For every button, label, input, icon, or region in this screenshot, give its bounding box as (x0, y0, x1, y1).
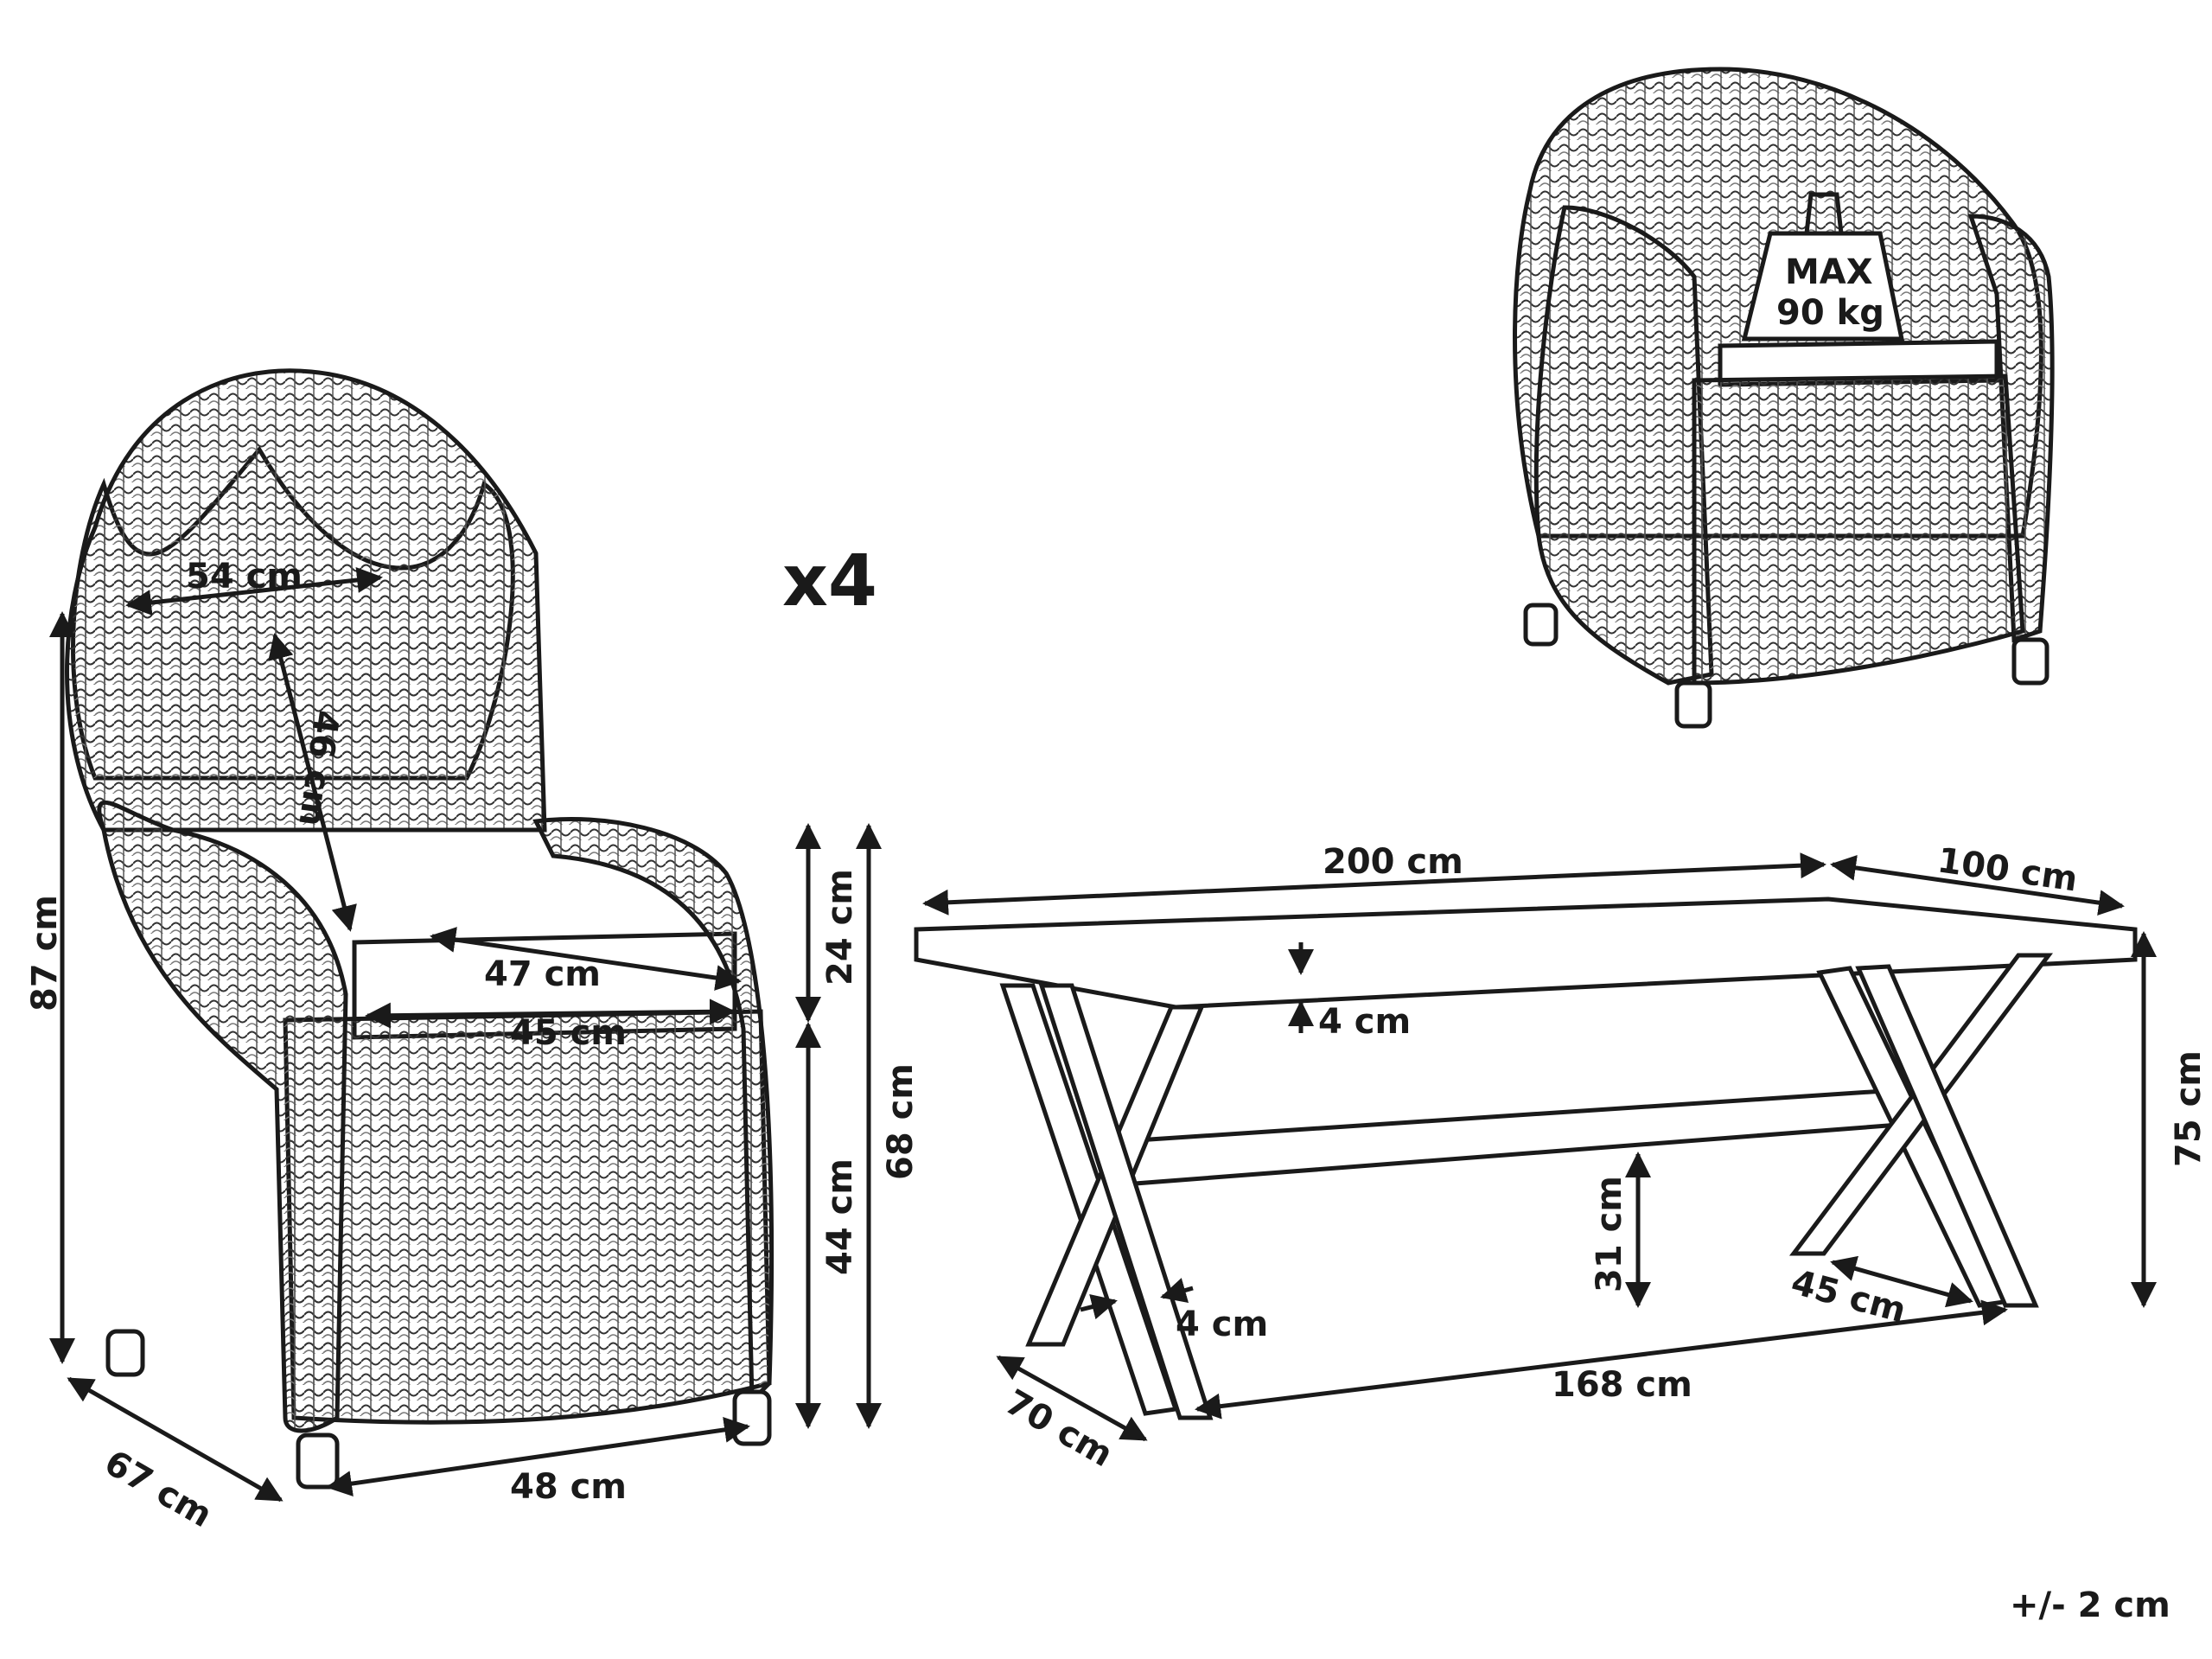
table-dimension-lines (922, 852, 2157, 1442)
chair-front-view (65, 368, 775, 1490)
chair-height-label: 87 cm (25, 895, 65, 1011)
table-length-label: 200 cm (1323, 842, 1463, 882)
table-height-label: 75 cm (2169, 1050, 2209, 1167)
chair-arm-height-label: 24 cm (820, 869, 860, 986)
table-leg-span-label: 168 cm (1552, 1365, 1692, 1405)
chair-seat-width-label: 45 cm (510, 1013, 627, 1053)
chair-load-view (1513, 67, 2055, 729)
chair-dimension-lines (49, 567, 882, 1503)
table-leg-thickness-label: 4 cm (1176, 1305, 1268, 1344)
table-leg-depth-label: 70 cm (998, 1382, 1119, 1475)
chair-arm-total-label: 68 cm (881, 1063, 921, 1180)
chair-width-top-label: 54 cm (186, 557, 303, 597)
load-weight-label: 90 kg (1776, 293, 1884, 333)
tolerance-label: +/- 2 cm (2010, 1586, 2171, 1625)
table-stretcher-height-label: 31 cm (1590, 1176, 1629, 1292)
chair-depth-label: 67 cm (98, 1443, 219, 1535)
table-top-thickness-label: 4 cm (1318, 1002, 1411, 1042)
table-view (914, 896, 2138, 1420)
chair-seat-height-label: 44 cm (820, 1158, 860, 1275)
load-max-label: MAX (1785, 252, 1873, 292)
chair-seat-depth-label: 47 cm (484, 954, 601, 994)
chair-width-bottom-label: 48 cm (510, 1467, 627, 1507)
quantity-label: x4 (782, 540, 877, 622)
table-leg-spacing-label: 45 cm (1787, 1262, 1909, 1330)
